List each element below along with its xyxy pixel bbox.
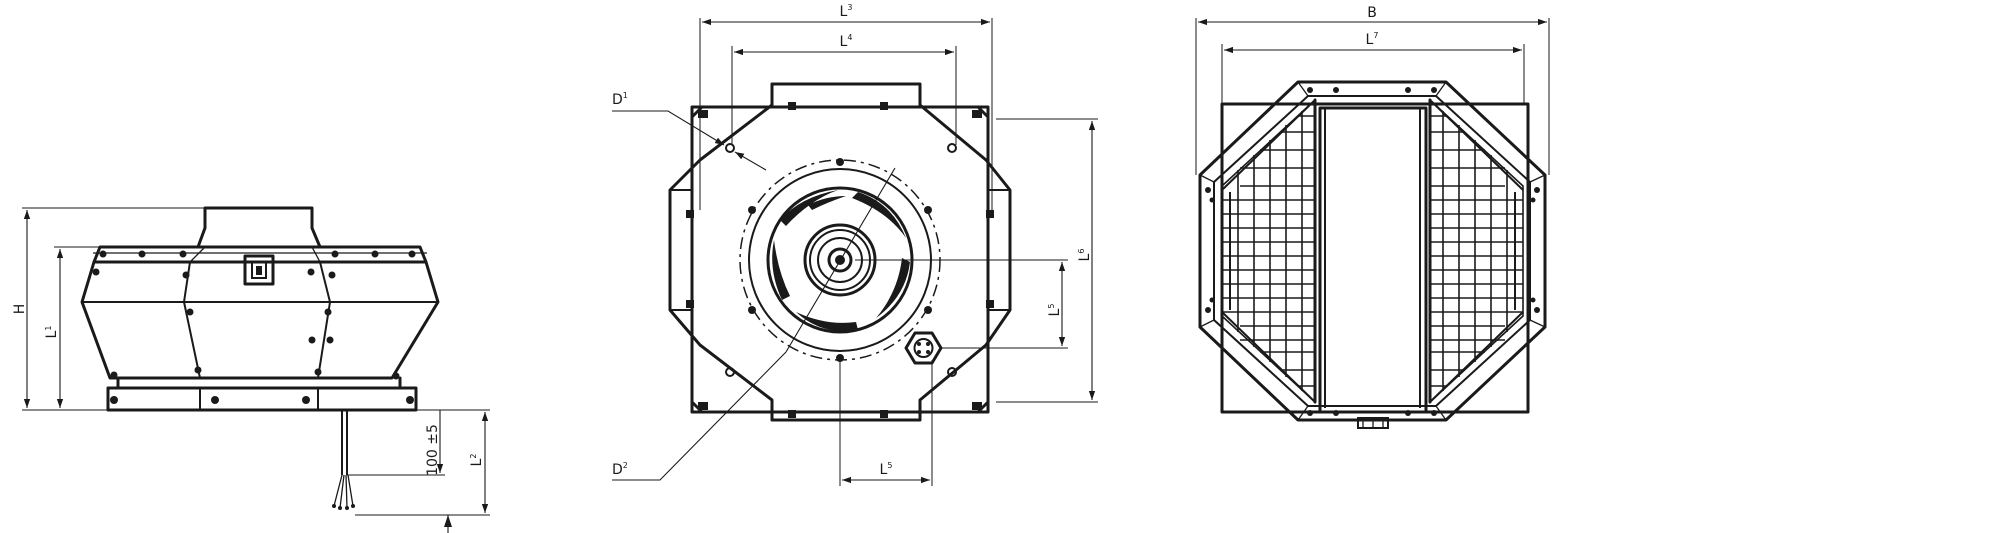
central-duct: [1318, 106, 1428, 414]
cable-icon: [332, 410, 355, 510]
mounting-holes: [725, 143, 957, 377]
dimension-l5-horizontal: L5: [839, 358, 933, 486]
frame-rivets: [1205, 87, 1540, 416]
dimension-l4: L4: [731, 33, 957, 145]
cable-gland-icon: [904, 331, 943, 365]
mounting-plate: [106, 386, 418, 412]
bottom-terminal-icon: [1357, 417, 1389, 429]
label-d1: D1: [612, 91, 628, 108]
left-guard-grid: [1221, 98, 1316, 404]
side-view: H L1 100 ±5 L2: [12, 206, 490, 533]
motor-housing-top: [196, 206, 322, 249]
dimension-l5-vertical: L5: [855, 259, 1068, 349]
terminal-box-icon: [243, 254, 275, 286]
guard-frame: [1198, 80, 1547, 422]
dimension-d1: D1: [612, 91, 767, 171]
label-b: B: [1367, 5, 1377, 21]
fan-housing: [80, 260, 440, 380]
top-view: D1 D2 L3 L4 L6: [612, 3, 1098, 486]
dimension-l2: L2: [355, 409, 490, 533]
impeller-icon: [772, 190, 910, 332]
label-l7: L7: [1366, 31, 1379, 48]
label-l3: L3: [840, 3, 853, 20]
label-h: H: [12, 304, 28, 315]
label-l5-horizontal: L5: [880, 461, 893, 478]
label-l6: L6: [1077, 249, 1093, 262]
dimension-l6: L6: [996, 118, 1098, 403]
label-l1: L1: [44, 326, 60, 339]
dimension-h: H: [12, 207, 205, 411]
dimension-d2: D2: [612, 167, 896, 481]
dimension-l3: L3: [699, 3, 993, 210]
label-l2: L2: [469, 454, 485, 467]
label-d2: D2: [612, 461, 628, 478]
housing-rivets: [92, 250, 416, 404]
right-guard-grid: [1429, 98, 1524, 404]
label-l4: L4: [840, 33, 853, 50]
bolt-studs: [748, 158, 932, 362]
dimension-l1: L1: [44, 246, 108, 411]
dimension-l7: L7: [1221, 31, 1525, 104]
front-view: B L7: [1195, 5, 1550, 429]
dimension-cable-length: 100 ±5: [347, 410, 445, 476]
label-l5-vertical: L5: [1047, 304, 1063, 317]
plate-clips: [686, 102, 994, 418]
label-cable-length: 100 ±5: [425, 424, 441, 476]
dimension-b: B: [1195, 5, 1550, 175]
